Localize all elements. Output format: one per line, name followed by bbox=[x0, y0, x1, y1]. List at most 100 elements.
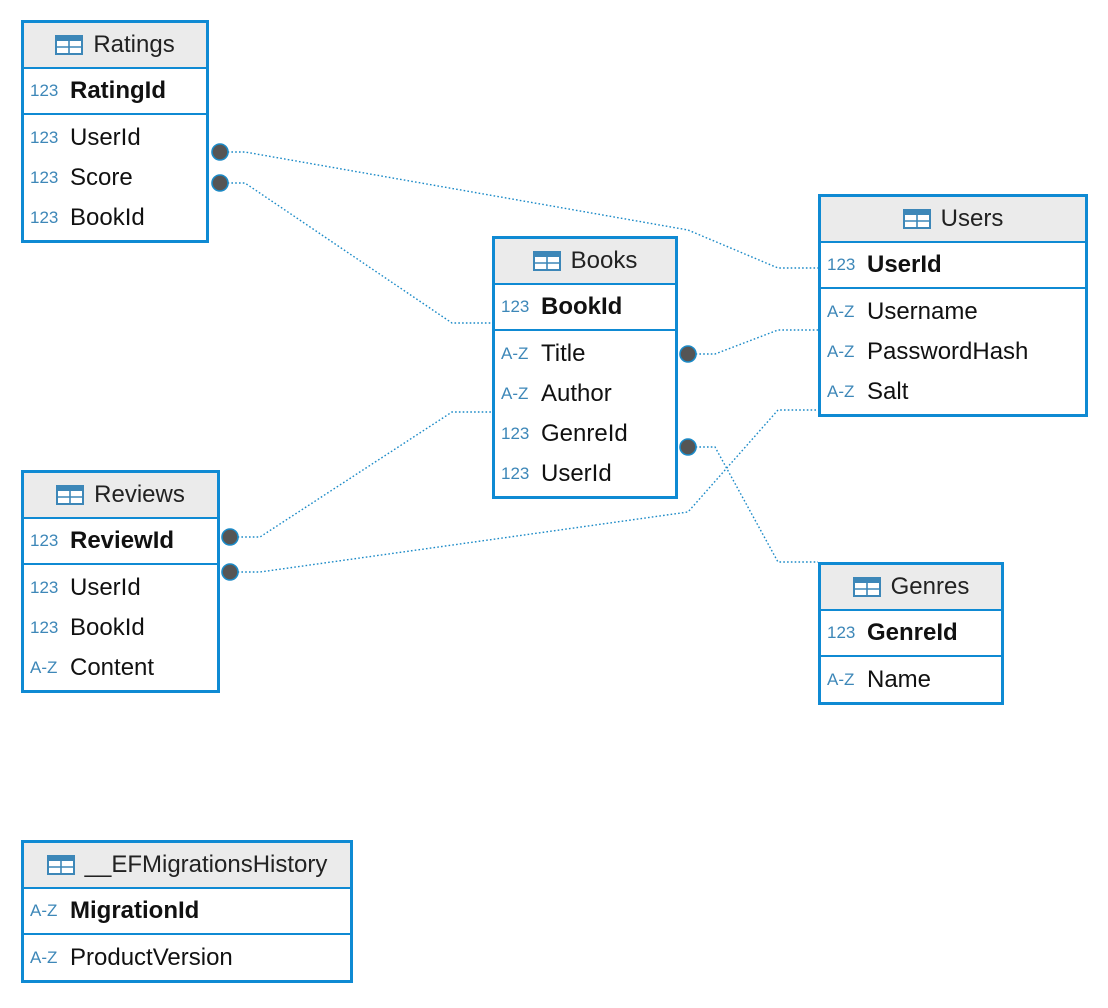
primary-key-section: 123 GenreId bbox=[821, 611, 1001, 657]
column-name: UserId bbox=[541, 460, 612, 487]
column-row[interactable]: 123 Score bbox=[24, 158, 206, 198]
column-name: BookId bbox=[70, 204, 145, 231]
text-type-icon: A-Z bbox=[827, 302, 855, 321]
entity-header[interactable]: Ratings bbox=[24, 23, 206, 69]
numeric-type-icon: 123 bbox=[501, 464, 530, 483]
table-name: Reviews bbox=[94, 481, 185, 508]
entity-header[interactable]: Books bbox=[495, 239, 675, 285]
column-row[interactable]: A-Z Name bbox=[821, 660, 1001, 700]
pk-column-row[interactable]: 123 BookId bbox=[495, 287, 675, 327]
column-row[interactable]: A-Z Author bbox=[495, 374, 675, 414]
connector-dot bbox=[221, 563, 239, 581]
entity-header[interactable]: Reviews bbox=[24, 473, 217, 519]
connector-dot bbox=[679, 438, 697, 456]
column-row[interactable]: A-Z Title bbox=[495, 334, 675, 374]
text-type-icon: A-Z bbox=[827, 670, 855, 689]
column-name: ReviewId bbox=[70, 527, 175, 554]
column-name: Username bbox=[867, 298, 978, 325]
connector-dot bbox=[679, 345, 697, 363]
primary-key-section: 123 BookId bbox=[495, 285, 675, 331]
entity-header[interactable]: Users bbox=[821, 197, 1085, 243]
column-name: UserId bbox=[70, 574, 141, 601]
column-name: PasswordHash bbox=[867, 338, 1029, 365]
entity-header[interactable]: Genres bbox=[821, 565, 1001, 611]
primary-key-section: 123 UserId bbox=[821, 243, 1085, 289]
column-name: UserId bbox=[70, 124, 141, 151]
numeric-type-icon: 123 bbox=[827, 255, 856, 274]
column-name: Title bbox=[541, 340, 586, 367]
table-icon bbox=[532, 251, 561, 271]
numeric-type-icon: 123 bbox=[30, 81, 59, 100]
table-icon bbox=[56, 485, 85, 505]
text-type-icon: A-Z bbox=[30, 658, 58, 677]
column-name: Name bbox=[867, 666, 932, 693]
numeric-type-icon: 123 bbox=[30, 618, 59, 637]
column-name: Score bbox=[70, 164, 133, 191]
columns-section: A-Z Name bbox=[821, 657, 1001, 702]
column-name: Salt bbox=[867, 378, 909, 405]
pk-column-row[interactable]: 123 UserId bbox=[821, 245, 1085, 285]
column-name: Author bbox=[541, 380, 612, 407]
table-icon bbox=[852, 577, 881, 597]
text-type-icon: A-Z bbox=[827, 382, 855, 401]
column-name: MigrationId bbox=[70, 897, 200, 924]
text-type-icon: A-Z bbox=[30, 948, 58, 967]
rel-books-genres[interactable] bbox=[688, 446, 818, 563]
rel-reviews-books[interactable] bbox=[230, 411, 492, 538]
pk-column-row[interactable]: 123 ReviewId bbox=[24, 521, 217, 561]
rel-books-users[interactable] bbox=[688, 329, 818, 355]
column-row[interactable]: 123 GenreId bbox=[495, 414, 675, 454]
column-row[interactable]: A-Z Salt bbox=[821, 372, 1085, 412]
entity-header[interactable]: __EFMigrationsHistory bbox=[24, 843, 350, 889]
text-type-icon: A-Z bbox=[501, 344, 529, 363]
column-row[interactable]: 123 UserId bbox=[495, 454, 675, 494]
column-name: BookId bbox=[541, 293, 623, 320]
table-name: Ratings bbox=[93, 31, 175, 58]
connector-dot bbox=[221, 528, 239, 546]
table-name: __EFMigrationsHistory bbox=[84, 851, 328, 878]
numeric-type-icon: 123 bbox=[501, 424, 530, 443]
column-name: RatingId bbox=[70, 77, 166, 104]
primary-key-section: 123 RatingId bbox=[24, 69, 206, 115]
table-icon bbox=[902, 209, 931, 229]
column-name: ProductVersion bbox=[70, 944, 233, 971]
numeric-type-icon: 123 bbox=[30, 531, 59, 550]
pk-column-row[interactable]: 123 GenreId bbox=[821, 613, 1001, 653]
column-row[interactable]: 123 UserId bbox=[24, 568, 217, 608]
column-name: Content bbox=[70, 654, 155, 681]
numeric-type-icon: 123 bbox=[827, 623, 856, 642]
table-name: Users bbox=[940, 205, 1004, 232]
column-name: UserId bbox=[867, 251, 942, 278]
numeric-type-icon: 123 bbox=[30, 168, 59, 187]
connector-dot bbox=[211, 143, 229, 161]
table-name: Genres bbox=[890, 573, 970, 600]
numeric-type-icon: 123 bbox=[30, 578, 59, 597]
table-icon bbox=[55, 35, 84, 55]
column-row[interactable]: A-Z ProductVersion bbox=[24, 938, 350, 978]
column-name: GenreId bbox=[867, 619, 958, 646]
column-name: GenreId bbox=[541, 420, 628, 447]
column-row[interactable]: A-Z Username bbox=[821, 292, 1085, 332]
column-row[interactable]: A-Z Content bbox=[24, 648, 217, 688]
pk-column-row[interactable]: 123 RatingId bbox=[24, 71, 206, 111]
rel-ratings-books[interactable] bbox=[220, 182, 492, 324]
text-type-icon: A-Z bbox=[501, 384, 529, 403]
numeric-type-icon: 123 bbox=[501, 297, 530, 316]
connector-dot bbox=[211, 174, 229, 192]
